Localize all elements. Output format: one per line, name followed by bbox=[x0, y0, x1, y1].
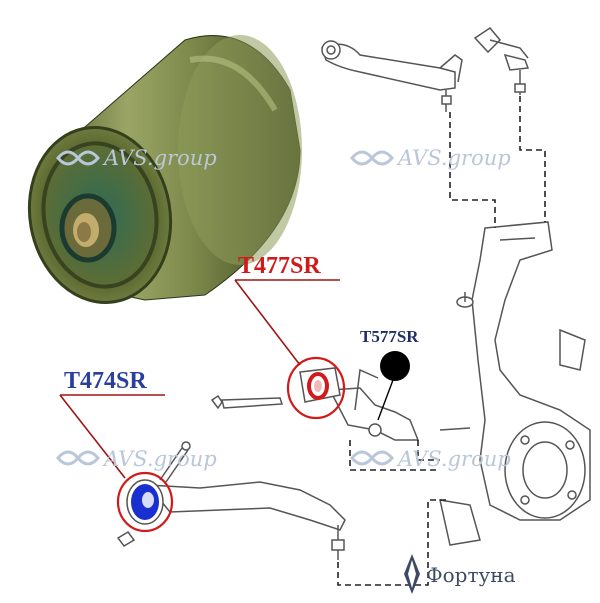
bushing-bore-shadow bbox=[77, 222, 91, 242]
fortuna-logo: Фортуна bbox=[404, 554, 516, 594]
assembly-dashed-lines bbox=[337, 96, 546, 586]
t477-label: T477SR bbox=[238, 253, 321, 279]
logo-text: Фортуна bbox=[426, 563, 516, 587]
t577-label: T577SR bbox=[360, 327, 419, 346]
infinity-icon bbox=[350, 450, 394, 466]
bushing-photo bbox=[27, 35, 302, 305]
watermark-top-right bbox=[350, 150, 394, 166]
knuckle-nut bbox=[456, 292, 474, 308]
watermark-text-bottom-left: AVS.group bbox=[102, 447, 217, 471]
bushing-outer-ring bbox=[41, 141, 159, 289]
infinity-icon bbox=[56, 150, 100, 166]
bushing-highlight bbox=[189, 55, 278, 112]
steering-knuckle bbox=[439, 221, 591, 546]
watermark-text-bottom-right: AVS.group bbox=[396, 447, 511, 471]
upper-control-arm bbox=[321, 40, 463, 112]
bushing-back-rim bbox=[178, 35, 302, 265]
stabilizer-link-lower bbox=[439, 427, 471, 431]
infinity-icon bbox=[56, 450, 100, 466]
infinity-icon bbox=[350, 150, 394, 166]
watermark-bottom-left bbox=[56, 450, 100, 466]
lower-bolt bbox=[210, 394, 284, 410]
t474-leader bbox=[59, 394, 165, 479]
t577-marker bbox=[377, 351, 410, 421]
t477-leader bbox=[234, 279, 340, 366]
stabilizer-link-upper bbox=[473, 27, 530, 95]
t477-bushing-highlight bbox=[286, 356, 346, 420]
watermark-text-top-right: AVS.group bbox=[396, 146, 511, 170]
t474-bushing-highlight bbox=[116, 471, 174, 533]
watermark-text-top-left: AVS.group bbox=[102, 146, 217, 170]
watermark-top-left bbox=[56, 150, 100, 166]
t474-label: T474SR bbox=[64, 368, 147, 394]
watermark-bottom-right bbox=[350, 450, 394, 466]
callout-leaders bbox=[59, 279, 340, 479]
